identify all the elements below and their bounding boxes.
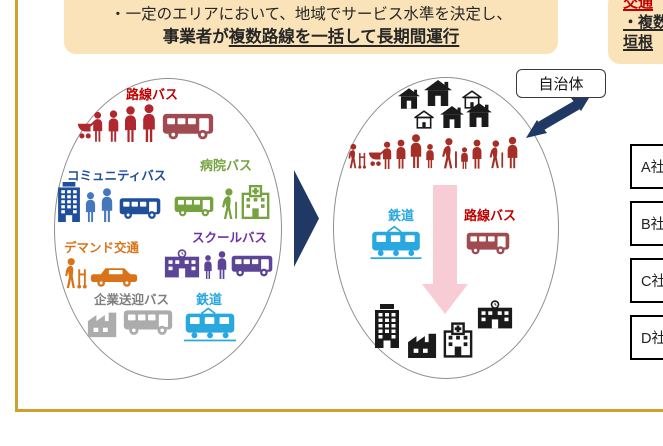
bus-icon <box>119 194 161 222</box>
school-bus-icons <box>164 247 273 279</box>
train-icon <box>184 306 236 342</box>
person-icon <box>409 133 423 169</box>
house-icon <box>424 80 452 106</box>
company-box-d-label: D社 <box>641 331 663 347</box>
walker-person-icon <box>346 143 366 169</box>
person-icon <box>84 192 97 222</box>
bottom-frame-line <box>15 409 663 412</box>
person-icon <box>107 110 120 142</box>
side-note: 交通 ・複数 垣根 <box>608 0 663 64</box>
header-note-line2: 事業者が複数路線を一括して長期間運行 <box>163 25 460 49</box>
office-building-icon <box>57 182 81 222</box>
school-building-icon <box>477 299 513 329</box>
company-box-a: A社 <box>630 144 663 189</box>
school-building-icon <box>164 247 200 279</box>
walker-person-icon <box>62 257 87 289</box>
route-bus-icons <box>77 104 214 142</box>
company-box-b: B社 <box>630 201 663 246</box>
person-icon <box>460 147 469 169</box>
residents-people-icons <box>346 133 519 169</box>
person-icon <box>141 104 157 142</box>
corporate-shuttle-label: 企業送迎バス <box>94 293 170 307</box>
company-box-c: C社 <box>630 258 663 303</box>
house-icon <box>398 88 420 109</box>
side-note-line2: ・複数 <box>623 14 663 31</box>
person-icon <box>100 188 114 222</box>
car-icon <box>90 263 138 289</box>
hospital-bus-icons <box>174 184 270 220</box>
company-box-a-label: A社 <box>641 160 663 176</box>
school-bus-label: スクールバス <box>192 231 268 245</box>
house-icon <box>462 90 482 109</box>
house-icon <box>414 110 434 129</box>
left-frame-line <box>15 0 18 412</box>
header-note-line2-prefix: 事業者が <box>162 28 229 46</box>
factory-icon <box>86 308 120 338</box>
person-icon <box>506 136 519 169</box>
elderly-cane-person-icon <box>437 137 458 169</box>
rail-label-left: 鉄道 <box>196 292 223 307</box>
company-box-c-label: C社 <box>641 274 663 290</box>
community-bus-icons <box>57 182 161 222</box>
demand-transport-label: デマンド交通 <box>64 241 140 255</box>
corporate-shuttle-icons <box>86 306 173 338</box>
elderly-cane-person-icon <box>217 187 238 220</box>
bus-icon <box>123 306 173 338</box>
side-note-line3: 垣根 <box>623 34 654 51</box>
header-note-line2-emphasis: 複数路線を一括して長期間運行 <box>228 28 460 46</box>
house-icon <box>466 103 492 127</box>
house-icon <box>440 106 464 128</box>
person-icon <box>395 139 407 169</box>
company-box-d: D社 <box>630 315 663 360</box>
person-icon <box>471 139 483 169</box>
elderly-cane-person-icon <box>485 139 504 169</box>
hospital-icon <box>443 321 473 359</box>
hospital-bus-label: 病院バス <box>200 158 253 173</box>
header-note: ・一定のエリアにおいて、地域でサービス水準を決定し、 事業者が複数路線を一括して… <box>64 0 558 54</box>
down-arrow-icon <box>422 185 468 314</box>
person-icon <box>425 143 435 169</box>
factory-icon <box>406 330 440 358</box>
two-way-arrow-icon <box>526 93 592 138</box>
route-bus-label-right: 路線バス <box>464 208 517 223</box>
person-icon <box>123 106 138 142</box>
stroller-person-icon <box>368 141 393 169</box>
demand-transport-icons <box>62 257 138 289</box>
stroller-person-icon <box>77 111 104 142</box>
person-icon <box>203 255 213 279</box>
person-icon <box>216 251 228 279</box>
side-note-line1: 交通 <box>623 0 654 11</box>
bus-icon <box>162 110 214 142</box>
transform-arrow-icon <box>294 170 319 267</box>
company-box-b-label: B社 <box>641 217 663 233</box>
rail-icons-left <box>184 306 236 342</box>
header-note-line1: ・一定のエリアにおいて、地域でサービス水準を決定し、 <box>110 6 512 23</box>
hospital-icon <box>241 184 270 220</box>
office-building-icon <box>374 303 400 349</box>
route-bus-icon <box>466 229 510 257</box>
route-bus-label: 路線バス <box>126 87 179 102</box>
bus-icon <box>231 252 273 279</box>
train-icon <box>370 225 422 259</box>
municipality-label: 自治体 <box>516 69 606 98</box>
rail-label-right: 鉄道 <box>388 208 415 223</box>
bus-icon <box>174 192 214 220</box>
community-bus-label: コミュニティバス <box>67 169 167 183</box>
